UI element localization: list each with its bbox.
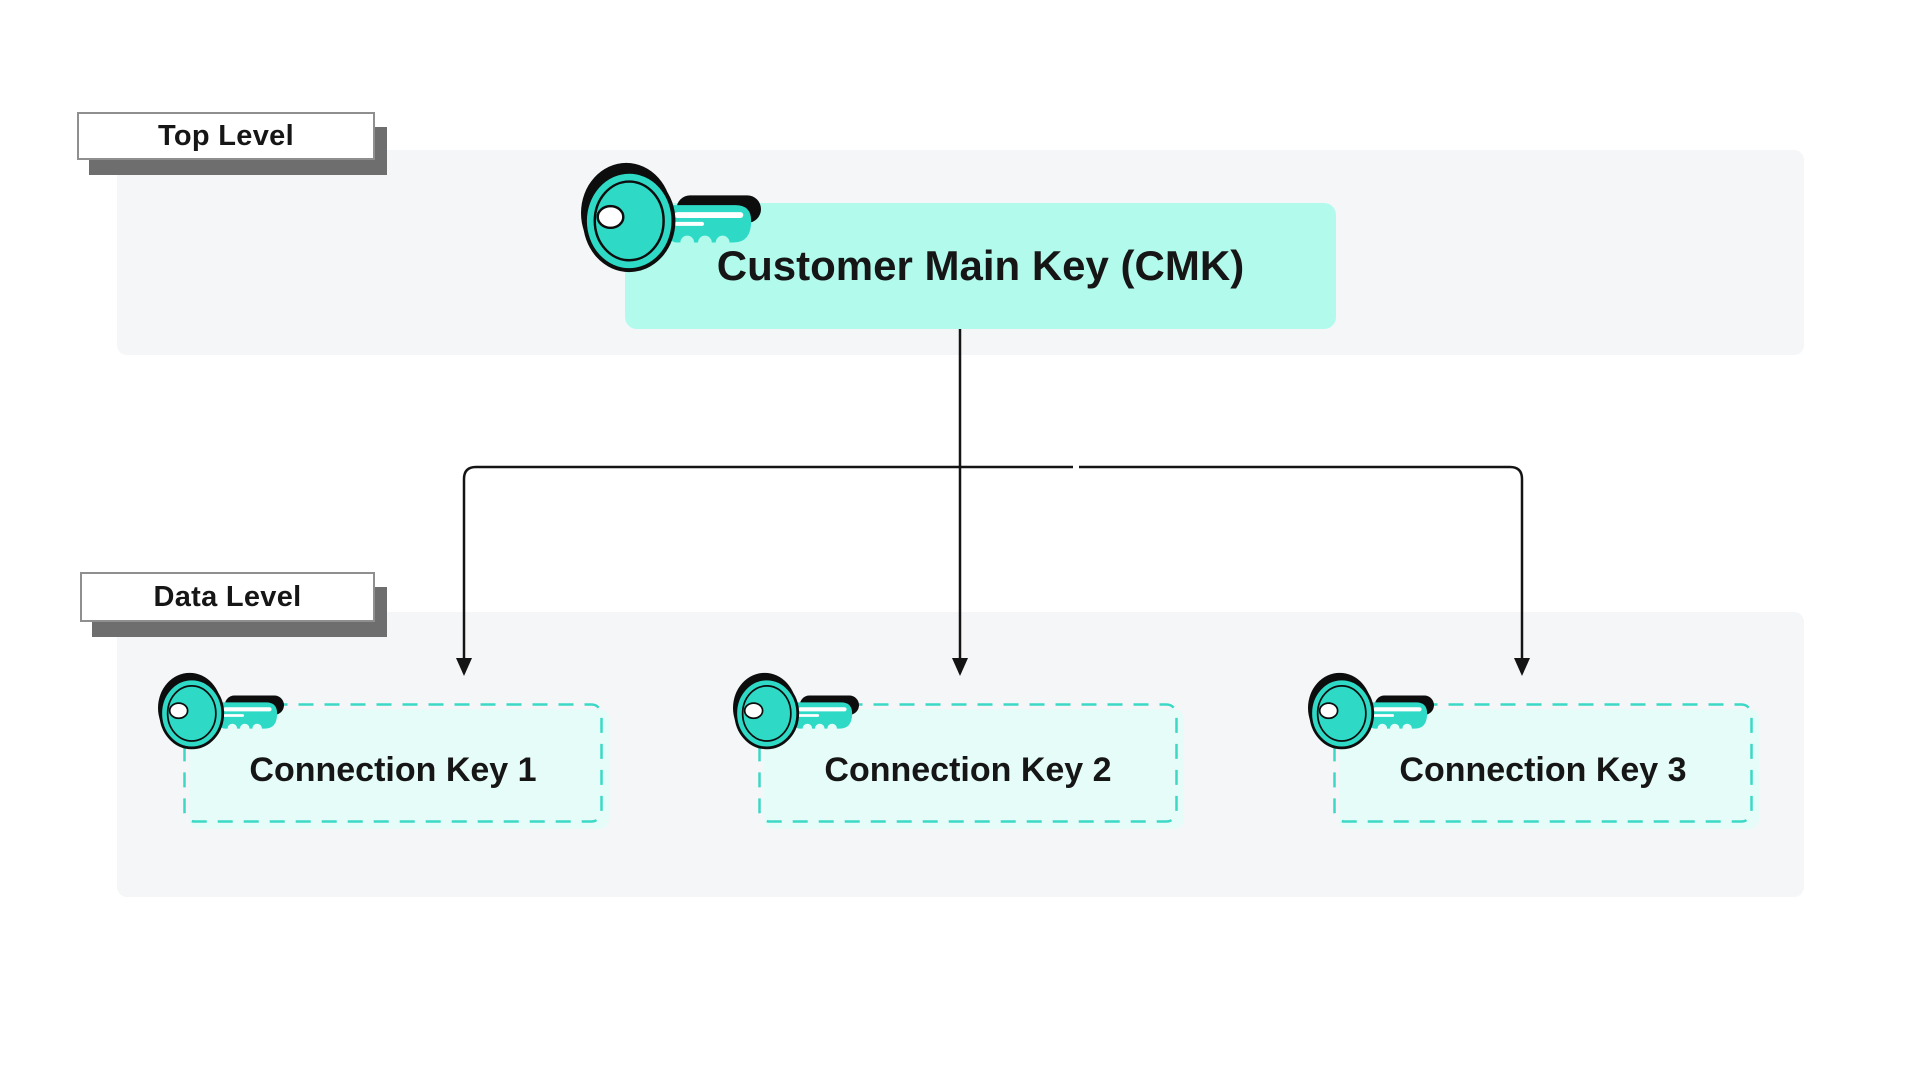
cmk-node-label: Customer Main Key (CMK) <box>716 242 1245 289</box>
connection-key-2-node: Connection Key 2 <box>758 703 1184 829</box>
connection-key-1-node: Connection Key 1 <box>183 703 609 829</box>
data-level-label: Data Level <box>80 572 375 622</box>
branch-drop-left <box>462 465 477 659</box>
connection-key-3-label: Connection Key 3 <box>1399 750 1687 789</box>
top-level-label-text: Top Level <box>158 119 294 152</box>
branch-drop-right <box>1509 465 1524 659</box>
arrowhead-left <box>456 658 472 676</box>
key-icon <box>733 672 859 750</box>
key-icon <box>581 162 761 273</box>
connection-key-3-fill <box>1339 709 1759 829</box>
key-icon <box>158 672 284 750</box>
connection-key-2-fill <box>764 709 1184 829</box>
key-icon <box>1308 672 1434 750</box>
connection-key-2-label: Connection Key 2 <box>824 750 1112 789</box>
data-level-label-text: Data Level <box>153 580 302 613</box>
connection-key-1-fill <box>189 709 609 829</box>
top-level-label: Top Level <box>77 112 375 160</box>
connection-key-1-label: Connection Key 1 <box>249 750 537 789</box>
connection-key-3-node: Connection Key 3 <box>1333 703 1759 829</box>
arrowhead-right <box>1514 658 1530 676</box>
cmk-node: Customer Main Key (CMK) <box>625 203 1336 329</box>
arrowhead-center <box>952 658 968 676</box>
